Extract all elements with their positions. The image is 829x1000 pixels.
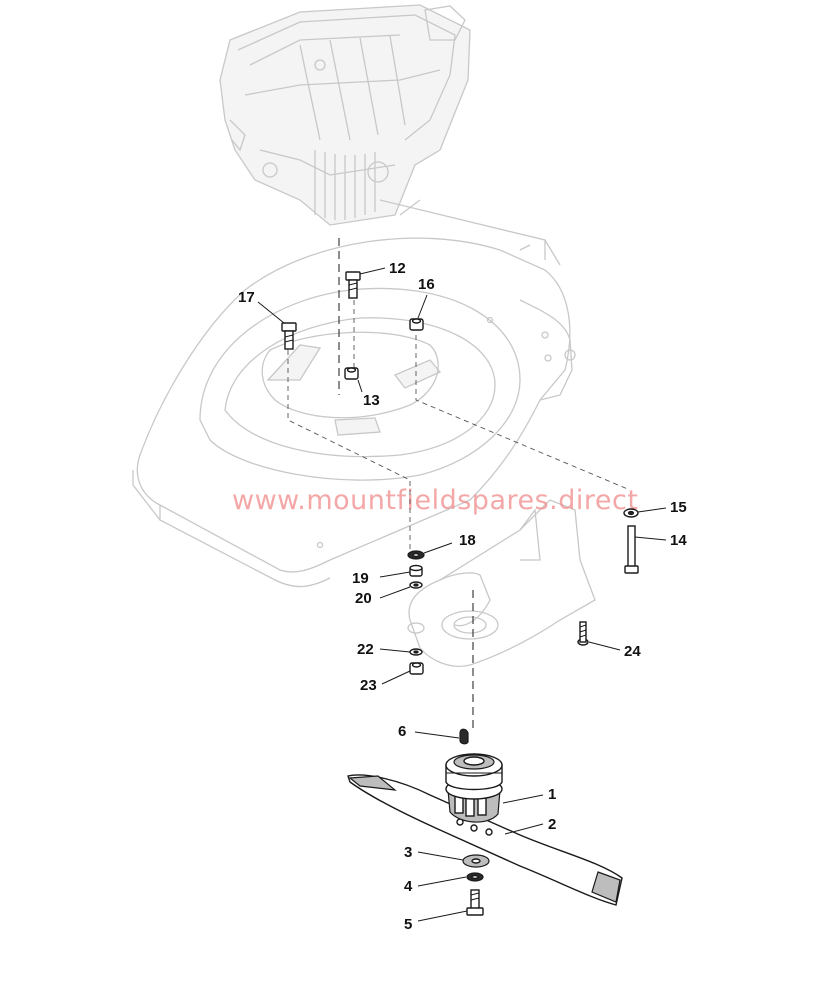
spring-washer-4 — [466, 872, 484, 882]
engine-ghost — [219, 4, 471, 226]
washer-22 — [409, 648, 423, 656]
callout-4: 4 — [404, 878, 413, 895]
bolt-14 — [624, 525, 639, 574]
bolt-17 — [281, 322, 297, 350]
callout-14: 14 — [670, 532, 687, 549]
callout-13: 13 — [363, 392, 380, 409]
callout-15: 15 — [670, 499, 687, 516]
screw-24 — [577, 621, 589, 646]
callout-22: 22 — [357, 641, 374, 658]
leader-lines — [257, 267, 667, 922]
callout-12: 12 — [389, 260, 406, 277]
washer-20 — [409, 581, 423, 589]
bolt-12 — [345, 271, 361, 299]
assembly-guide-lines — [287, 238, 631, 730]
callout-labels: 1 2 3 4 5 6 12 13 14 15 16 17 18 19 20 2… — [238, 260, 687, 933]
blade-2 — [347, 774, 623, 906]
blade-adaptor-1 — [445, 753, 503, 823]
callout-19: 19 — [352, 570, 369, 587]
mower-deck-ghost — [132, 199, 576, 588]
nut-16 — [409, 318, 424, 331]
callout-17: 17 — [238, 289, 255, 306]
callout-6: 6 — [398, 723, 406, 740]
watermark-text: www.mountfieldspares.direct — [232, 485, 638, 516]
spring-washer-18 — [407, 550, 425, 560]
callout-18: 18 — [459, 532, 476, 549]
callout-24: 24 — [624, 643, 641, 660]
callout-16: 16 — [418, 276, 435, 293]
callout-5: 5 — [404, 916, 412, 933]
callout-1: 1 — [548, 786, 556, 803]
nut-23 — [409, 662, 424, 675]
callout-2: 2 — [548, 816, 556, 833]
washer-15 — [623, 508, 639, 518]
spacer-19 — [409, 564, 423, 577]
woodruff-key-6 — [459, 728, 469, 745]
callout-20: 20 — [355, 590, 372, 607]
blade-shroud-ghost — [407, 499, 596, 667]
nut-13 — [344, 367, 359, 380]
callout-3: 3 — [404, 844, 412, 861]
washer-3 — [462, 854, 490, 868]
blade-bolt-5 — [466, 889, 484, 916]
callout-23: 23 — [360, 677, 377, 694]
